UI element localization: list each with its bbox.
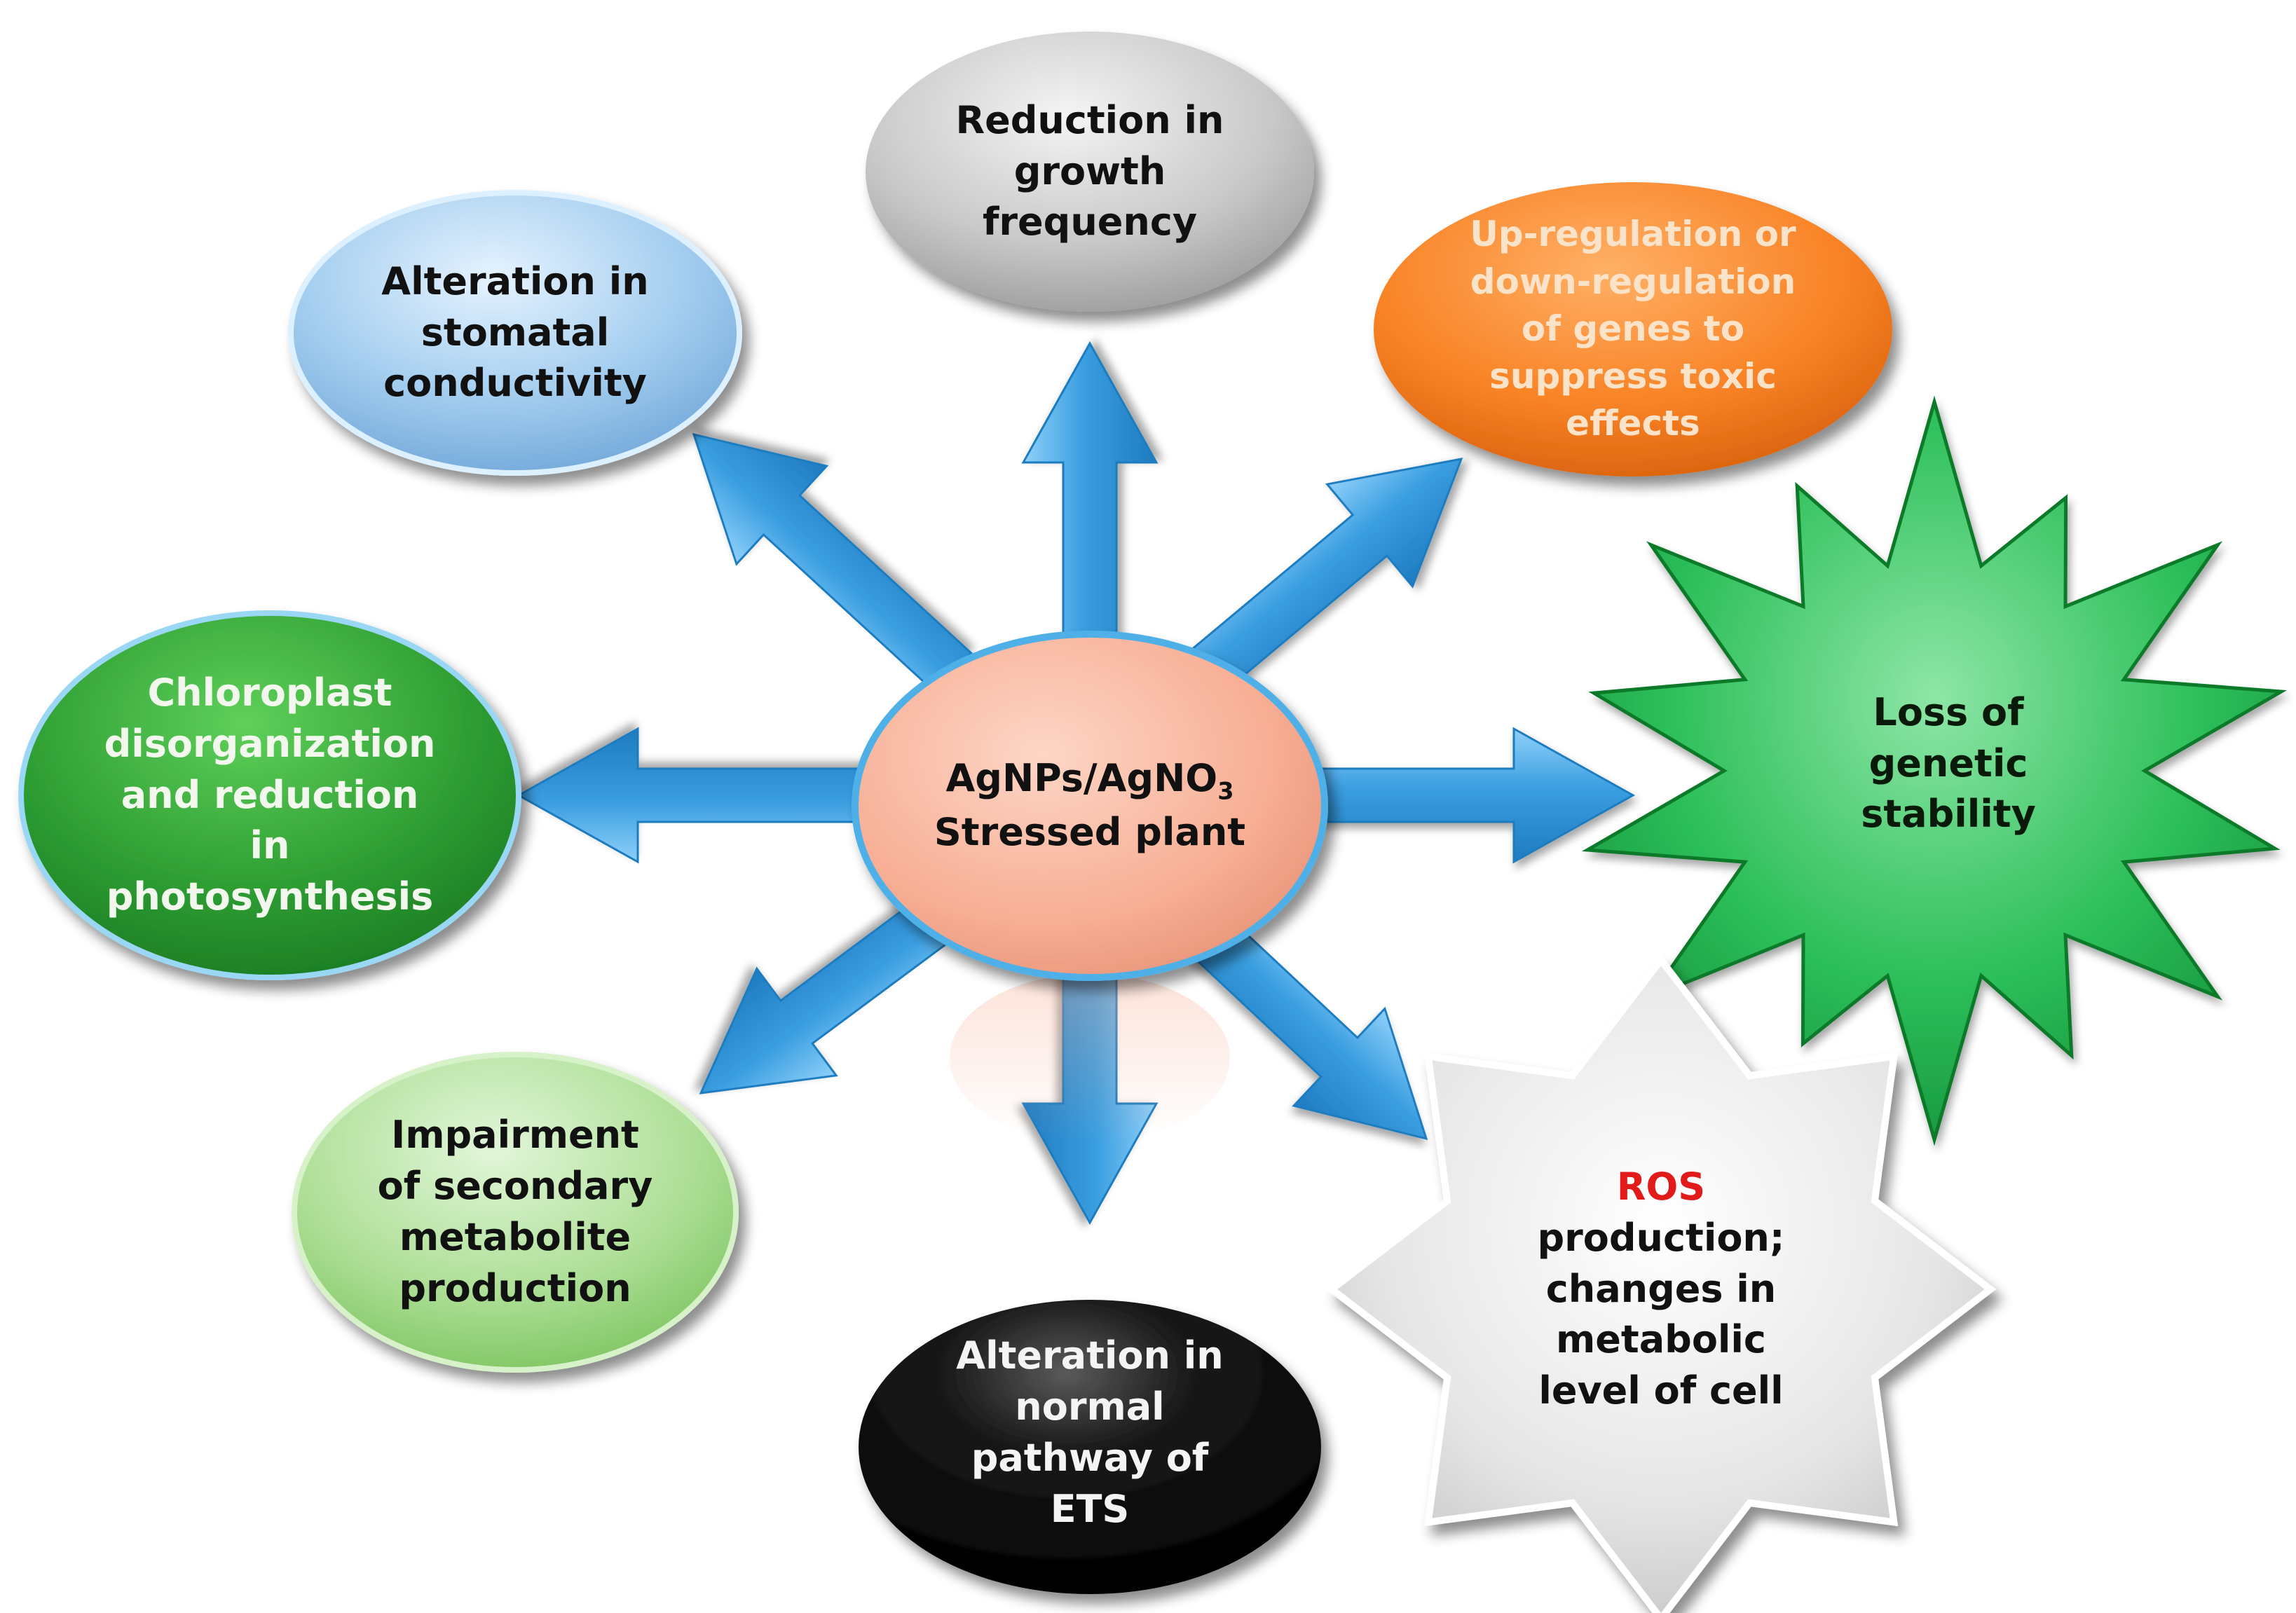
arrow-to-ros bbox=[1185, 911, 1428, 1141]
arrow-to-genetic bbox=[1295, 727, 1636, 864]
center-label-line1: AgNPs/AgNO3 bbox=[945, 756, 1234, 805]
arrow-to-chloroplast bbox=[516, 727, 884, 864]
node-ros-label: ROS production; changes in metabolic lev… bbox=[1486, 1142, 1836, 1436]
node-ets-shape bbox=[859, 1300, 1321, 1594]
node-secondary-shape bbox=[292, 1052, 739, 1373]
arrow-to-stomatal bbox=[692, 432, 973, 694]
arrow-icon bbox=[516, 727, 884, 864]
node-secondary-label: Impairment of secondary metabolite produ… bbox=[377, 1113, 653, 1310]
arrow-to-growth bbox=[1021, 341, 1159, 674]
node-ros-shape bbox=[1325, 954, 1997, 1613]
center-label: AgNPs/AgNO3 Stressed plant bbox=[880, 722, 1300, 890]
arrow-icon bbox=[1021, 341, 1159, 674]
node-genetic-label: Loss of genetic stability bbox=[1861, 689, 2036, 837]
node-genes-label: Up-regulation or down-regulation of gene… bbox=[1470, 214, 1796, 444]
node-growth-label: Reduction in growth frequency bbox=[955, 97, 1224, 245]
node-genes-shape bbox=[1374, 182, 1892, 476]
arrow-icon bbox=[1295, 727, 1636, 864]
arrows-group bbox=[516, 341, 1636, 1226]
node-chloroplast-label: Chloroplast disorganization and reductio… bbox=[104, 670, 436, 919]
arrow-icon bbox=[1185, 911, 1428, 1141]
node-stomatal-shape bbox=[288, 190, 742, 476]
node-stomatal-label: Alteration in stomatal conductivity bbox=[381, 259, 649, 406]
center-reflection bbox=[950, 974, 1230, 1142]
node-ets-label: Alteration in normal pathway of ETS bbox=[956, 1333, 1224, 1531]
arrow-to-genes bbox=[1187, 458, 1463, 695]
node-chloroplast-shape bbox=[18, 610, 521, 980]
arrow-icon bbox=[692, 432, 973, 694]
arrow-icon bbox=[1187, 458, 1463, 695]
node-growth-shape bbox=[866, 32, 1314, 312]
ros-highlight: ROS bbox=[1616, 1164, 1706, 1209]
center-node-shape bbox=[852, 631, 1328, 981]
node-genetic-shape bbox=[1581, 395, 2288, 1146]
center-label-subscript: 3 bbox=[1217, 777, 1234, 805]
center-label-line2: Stressed plant bbox=[934, 810, 1246, 854]
